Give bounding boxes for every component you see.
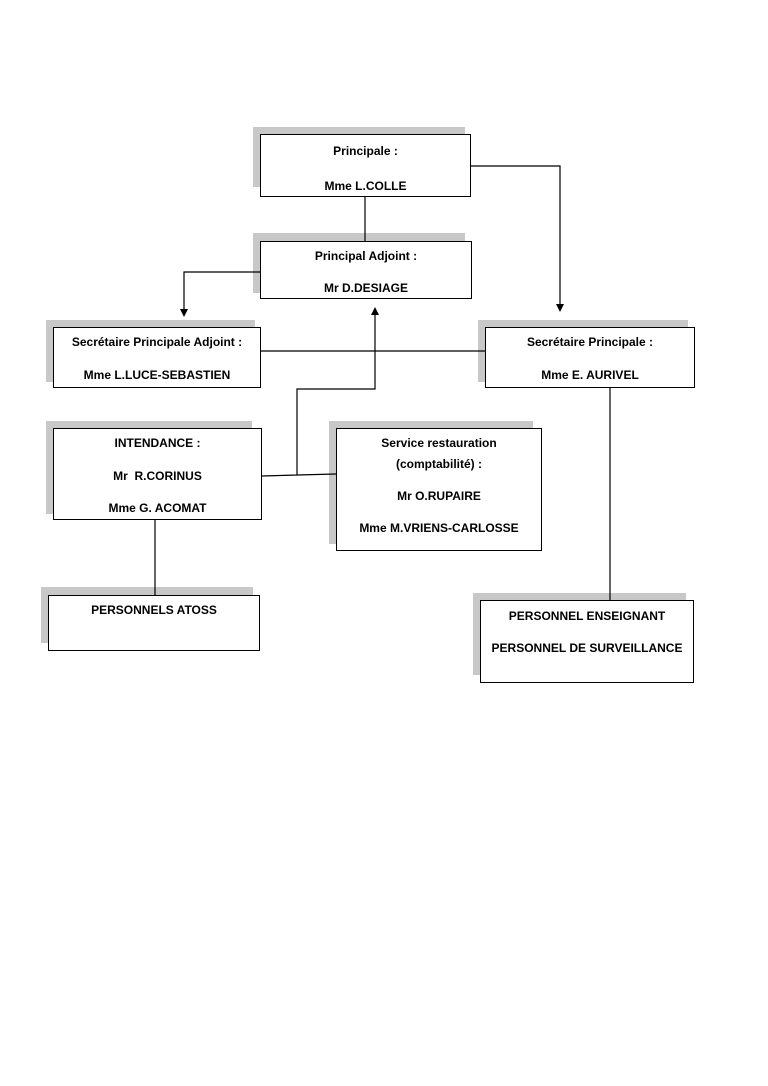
box-enseignant: PERSONNEL ENSEIGNANT PERSONNEL DE SURVEI… <box>480 600 694 683</box>
box-restauration: Service restauration (comptabilité) : Mr… <box>336 428 542 551</box>
arrow-intendance-to-adjoint <box>261 307 379 477</box>
secretaire-adjoint-name: Mme L.LUCE-SEBASTIEN <box>83 368 231 382</box>
restauration-name-2: Mme M.VRIENS-CARLOSSE <box>359 521 519 535</box>
principale-name: Mme L.COLLE <box>324 179 407 193</box>
atoss-title: PERSONNELS ATOSS <box>91 603 217 617</box>
secretaire-principale-title: Secrétaire Principale : <box>526 335 654 349</box>
box-atoss: PERSONNELS ATOSS <box>48 595 260 651</box>
intendance-name-1: Mr R.CORINUS <box>113 469 202 483</box>
arrow-principale-to-secretaire <box>471 165 564 312</box>
box-principal-adjoint: Principal Adjoint : Mr D.DESIAGE <box>260 241 472 299</box>
restauration-title-2: (comptabilité) : <box>396 457 482 471</box>
principale-title: Principale : <box>333 144 398 158</box>
arrow-adjoint-to-secretaire-adjoint <box>180 271 260 317</box>
restauration-name-1: Mr O.RUPAIRE <box>397 489 481 503</box>
secretaire-principale-name: Mme E. AURIVEL <box>541 368 639 382</box>
enseignant-line-1: PERSONNEL ENSEIGNANT <box>508 609 666 623</box>
intendance-name-2: Mme G. ACOMAT <box>108 501 207 515</box>
box-intendance: INTENDANCE : Mr R.CORINUS Mme G. ACOMAT <box>53 428 262 520</box>
box-secretaire-principale: Secrétaire Principale : Mme E. AURIVEL <box>485 327 695 388</box>
line-intendance-restauration <box>296 473 337 476</box>
secretaire-adjoint-title: Secrétaire Principale Adjoint : <box>71 335 243 349</box>
enseignant-line-2: PERSONNEL DE SURVEILLANCE <box>491 641 683 655</box>
box-principale: Principale : Mme L.COLLE <box>260 134 471 197</box>
restauration-title-1: Service restauration <box>381 436 497 450</box>
intendance-title: INTENDANCE : <box>114 436 201 450</box>
principal-adjoint-name: Mr D.DESIAGE <box>323 281 408 295</box>
box-secretaire-adjoint: Secrétaire Principale Adjoint : Mme L.LU… <box>53 327 261 388</box>
principal-adjoint-title: Principal Adjoint : <box>314 249 418 263</box>
